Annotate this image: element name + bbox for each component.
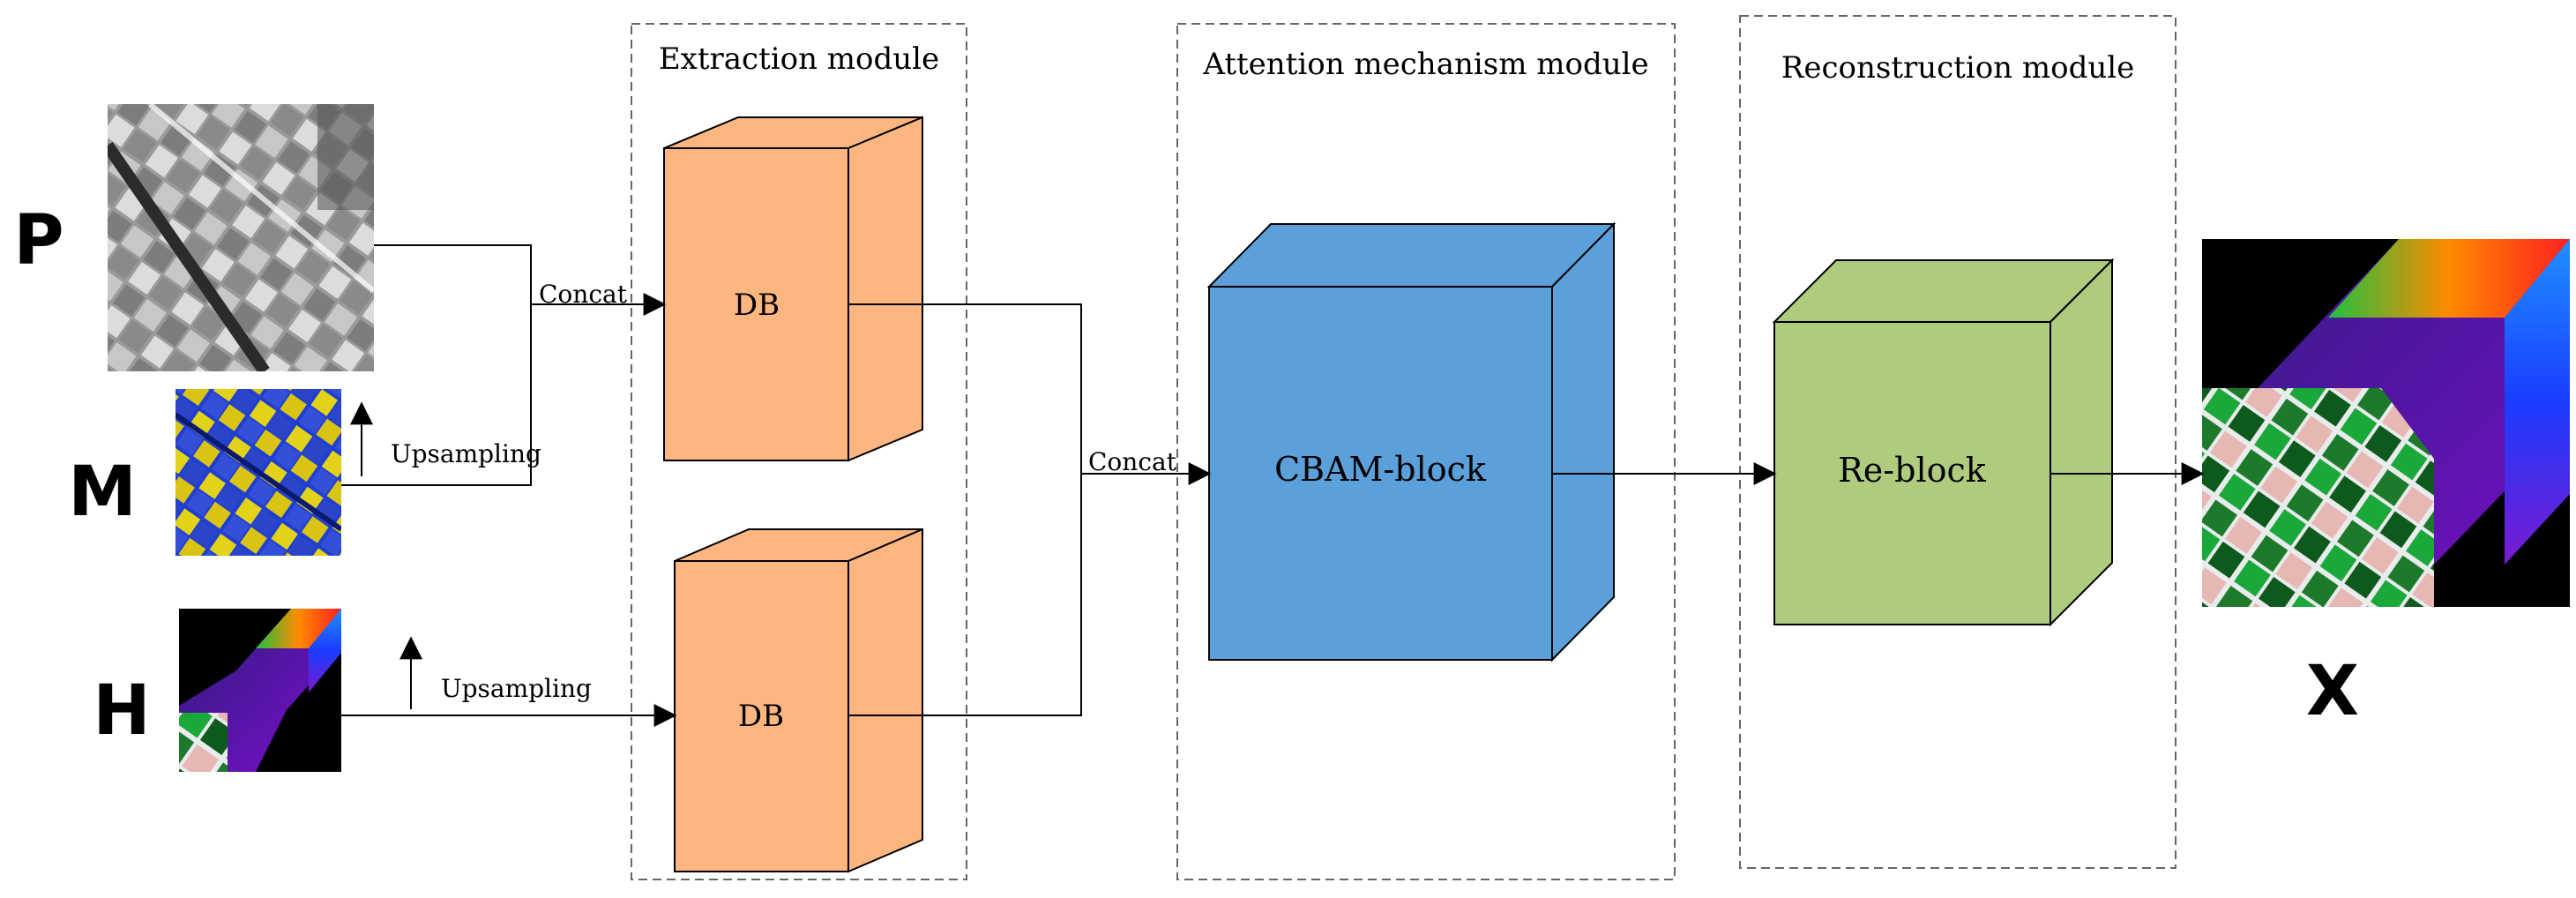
upsampling-label-h: Upsampling [441,674,592,703]
db-block-bottom [674,528,923,873]
connectors [341,244,2205,727]
concat-label-2: Concat [1088,447,1177,476]
cbam-block [1206,221,1617,662]
attention-module-box [1176,23,1676,880]
input-label-h: H [93,671,150,751]
reconstruction-module-box [1739,15,2177,869]
upsampling-label-m: Upsampling [391,439,541,468]
db-block-bottom-label: DB [738,699,784,734]
cbam-block-label: CBAM-block [1274,450,1487,489]
concat-label-1: Concat [539,280,628,309]
input-label-p: P [13,201,63,281]
fused-image [2202,239,2570,607]
panchromatic-image [108,104,374,371]
db-block-top-label: DB [734,288,780,323]
multispectral-image [175,389,341,556]
hyperspectral-image [179,609,341,772]
extraction-module-title: Extraction module [659,41,939,77]
db-block-top [663,116,923,462]
attention-module-title: Attention mechanism module [1202,47,1648,82]
reconstruction-module-title: Reconstruction module [1781,50,2135,86]
output-label-x: X [2306,652,2359,731]
input-label-m: M [68,453,137,532]
extraction-module-box [631,23,967,880]
re-block-label: Re-block [1838,451,1987,490]
re-block [1772,258,2115,627]
